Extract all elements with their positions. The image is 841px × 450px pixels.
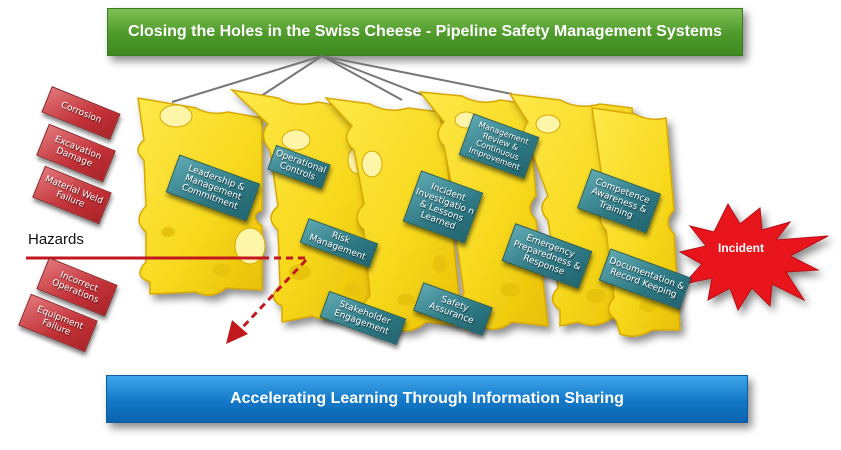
- hazards-label: Hazards: [28, 231, 84, 248]
- incident-starburst: [680, 204, 828, 310]
- incident-label: Incident: [718, 241, 764, 255]
- connector-lines: [172, 56, 512, 102]
